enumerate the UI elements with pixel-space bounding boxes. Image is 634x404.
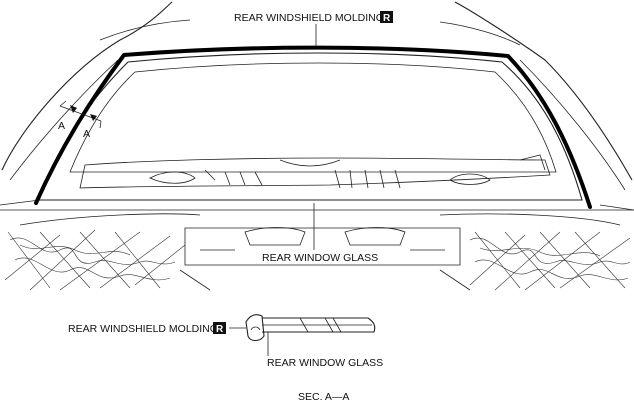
car-body-outline	[0, 1, 634, 211]
molding-badge-box	[380, 11, 393, 23]
interior-hatch	[0, 209, 634, 291]
section-a-lower-letter: A	[83, 128, 90, 140]
rear-windshield-molding	[34, 45, 592, 209]
section-molding-badge-box	[213, 322, 226, 334]
section-molding-badge: R	[216, 324, 224, 335]
section-a-markers: A A	[58, 100, 102, 140]
glass-label: REAR WINDOW GLASS	[262, 252, 378, 264]
molding-label: REAR WINDSHIELD MOLDING	[234, 12, 384, 24]
parcel-shelf	[79, 154, 551, 189]
section-glass-profile	[262, 317, 376, 333]
molding-callout: REAR WINDSHIELD MOLDING R	[234, 11, 393, 47]
section-molding-label: REAR WINDSHIELD MOLDING	[68, 323, 218, 335]
section-glass-label: REAR WINDOW GLASS	[267, 357, 383, 369]
section-detail: REAR WINDSHIELD MOLDING R REAR WINDOW GL…	[68, 314, 383, 403]
section-molding-profile	[245, 314, 265, 342]
section-caption: SEC. A—A	[298, 391, 349, 403]
glass-callout: REAR WINDOW GLASS	[262, 203, 378, 264]
section-a-upper-letter: A	[58, 120, 65, 132]
molding-badge: R	[383, 13, 391, 24]
